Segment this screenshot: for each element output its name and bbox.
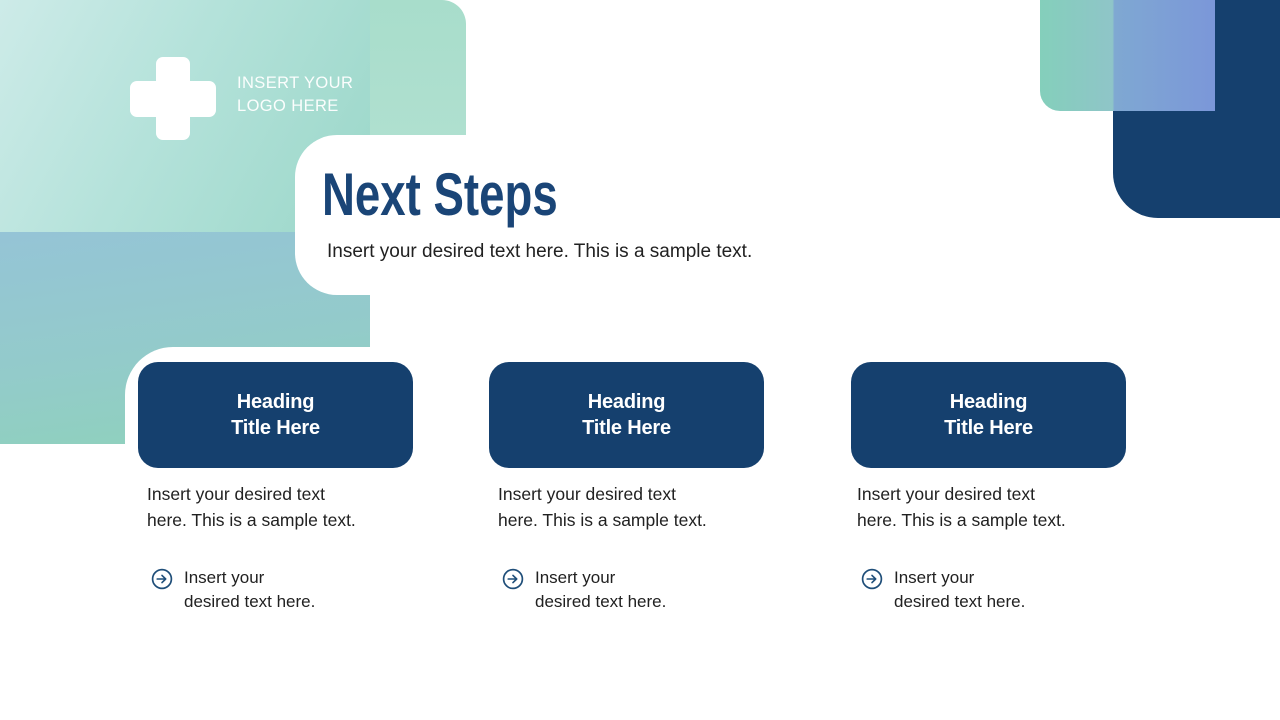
heading-card-1[interactable]: Heading Title Here xyxy=(138,362,413,468)
arrow-right-circle-icon xyxy=(502,568,524,590)
body-text-2[interactable]: Insert your desired text here. This is a… xyxy=(498,484,707,530)
bullet-text-2: Insert your desired text here. xyxy=(535,568,667,611)
logo-placeholder-text[interactable]: INSERT YOUR LOGO HERE xyxy=(237,72,353,118)
bullet-item-2[interactable]: Insert your desired text here. xyxy=(502,566,666,613)
arrow-right-circle-icon xyxy=(151,568,173,590)
white-title-panel xyxy=(295,135,920,295)
page-title[interactable]: Next Steps xyxy=(322,161,558,228)
medical-cross-icon[interactable] xyxy=(130,57,216,140)
heading-card-1-label: Heading Title Here xyxy=(231,391,320,439)
logo-text-line1: INSERT YOUR xyxy=(237,74,354,92)
teal-blue-corner-gradient-shape xyxy=(1040,0,1215,111)
heading-card-2[interactable]: Heading Title Here xyxy=(489,362,764,468)
body-text-1[interactable]: Insert your desired text here. This is a… xyxy=(147,484,356,530)
heading-card-3[interactable]: Heading Title Here xyxy=(851,362,1126,468)
heading-card-2-label: Heading Title Here xyxy=(582,391,671,439)
arrow-right-circle-icon xyxy=(861,568,883,590)
body-text-3[interactable]: Insert your desired text here. This is a… xyxy=(857,484,1066,530)
bullet-text-1: Insert your desired text here. xyxy=(184,568,316,611)
bullet-item-1[interactable]: Insert your desired text here. xyxy=(151,566,315,613)
bullet-item-3[interactable]: Insert your desired text here. xyxy=(861,566,1025,613)
logo-text-line2: LOGO HERE xyxy=(237,97,339,115)
bullet-text-3: Insert your desired text here. xyxy=(894,568,1026,611)
teal-column-shape xyxy=(370,0,466,150)
heading-card-3-label: Heading Title Here xyxy=(944,391,1033,439)
page-subtitle[interactable]: Insert your desired text here. This is a… xyxy=(327,241,753,262)
